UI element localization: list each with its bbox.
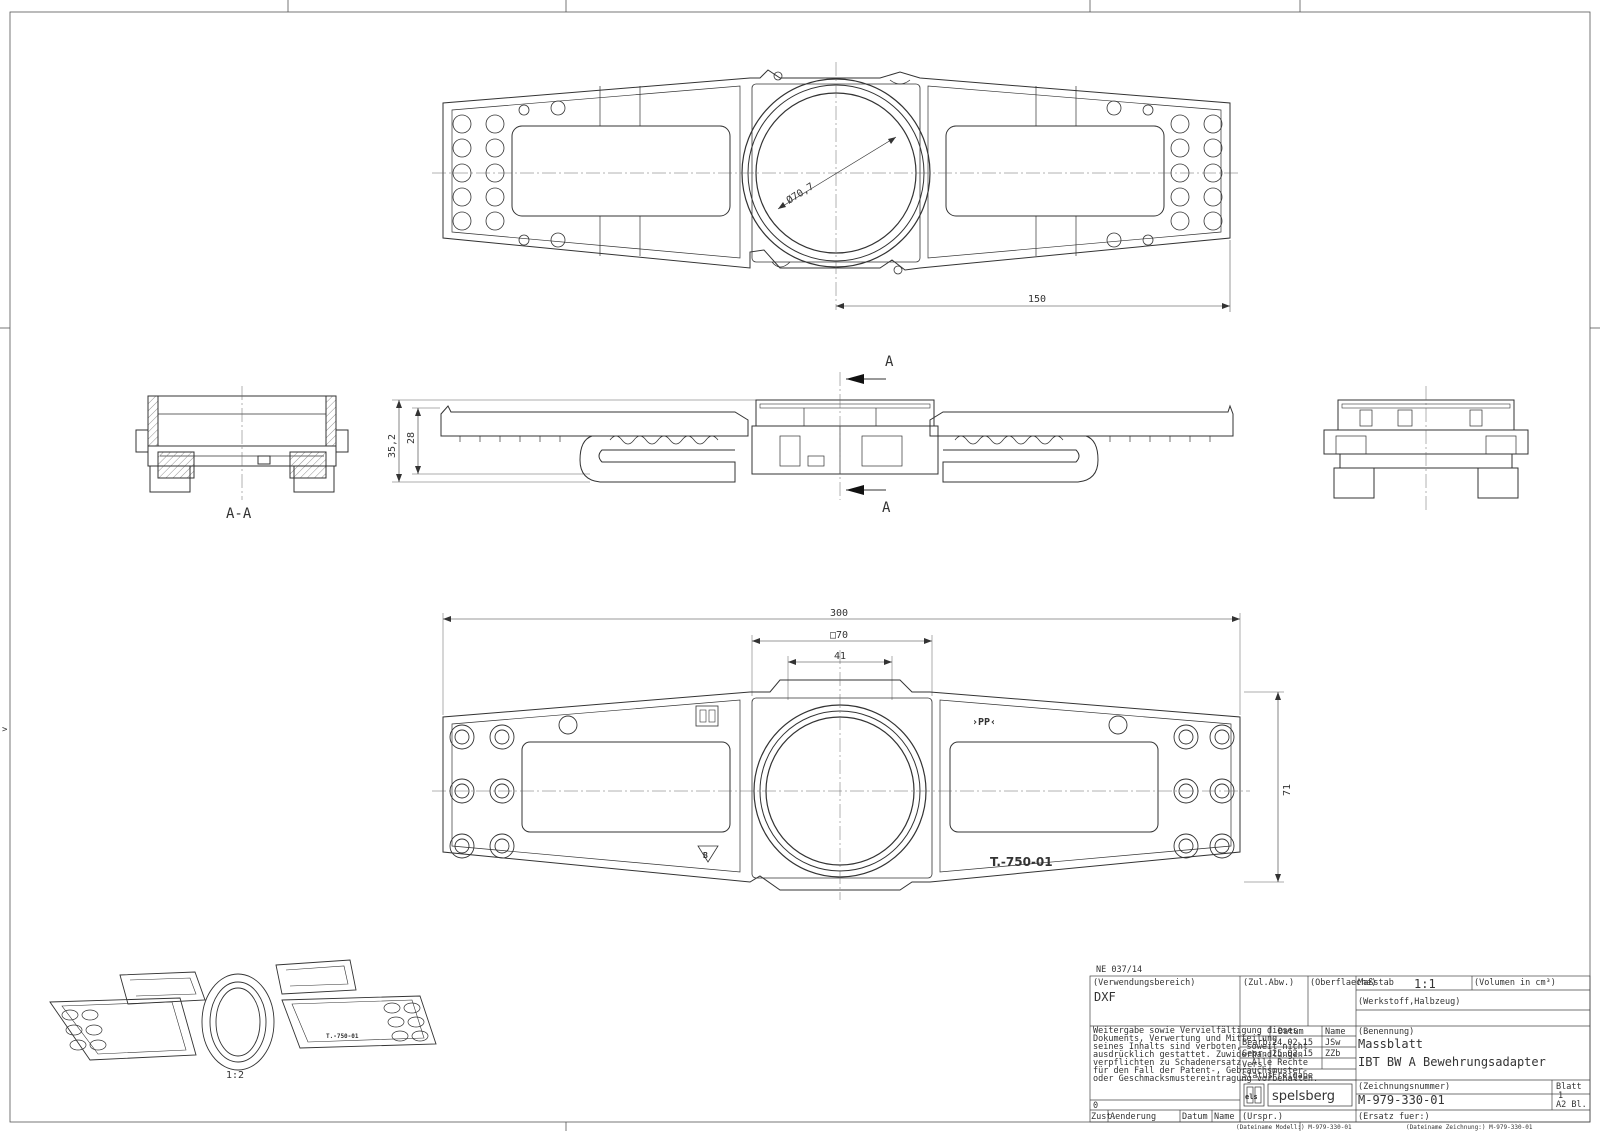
bearb-name: JSw <box>1325 1038 1341 1048</box>
massstab-value: 1:1 <box>1414 977 1436 991</box>
vers-label: Vers. <box>1242 1060 1268 1070</box>
ne-number: NE 037/14 <box>1096 965 1142 975</box>
isometric-view <box>49 959 437 1071</box>
section-marker-bottom: A <box>882 500 891 516</box>
section-view-a-a <box>135 386 349 500</box>
legal-line-5: verpflichten zu Schadenersatz. Alle Rech… <box>1093 1058 1308 1068</box>
title-block-text: NE 037/14 (Verwendungsbereich) DXF (Zul.… <box>1091 965 1587 1131</box>
title-block <box>1089 975 1591 1123</box>
name-label: Name <box>1214 1112 1234 1122</box>
volumen-label: (Volumen in cm³) <box>1474 978 1556 988</box>
benennung-line-1: Massblatt <box>1358 1037 1423 1051</box>
status-value: Freigabe <box>1272 1071 1313 1081</box>
col-datum: Datum <box>1278 1027 1304 1037</box>
verwendungsbereich-label: (Verwendungsbereich) <box>1093 978 1195 988</box>
iso-part-marking: T.-750-01 <box>326 1033 359 1040</box>
zeichnungsnummer: M-979-330-01 <box>1358 1093 1445 1107</box>
gepr-name: ZZb <box>1325 1049 1340 1059</box>
legal-line-4: ausdrücklich gestattet. Zuwiderhandlunge… <box>1093 1050 1303 1060</box>
legal-line-1: Weitergabe sowie Vervielfältigung dieses <box>1093 1026 1298 1036</box>
logo-spelsberg: spelsberg <box>1272 1089 1335 1104</box>
inner-width-dimension: 41 <box>834 651 846 662</box>
legal-line-7: oder Geschmacksmustereintragung vorbehal… <box>1093 1074 1318 1084</box>
dateiname-zeichnung: (Dateiname Zeichnung:) M-979-330-01 <box>1406 1124 1533 1131</box>
blatt-label: Blatt <box>1556 1082 1582 1092</box>
height-dimension-71: 71 <box>1282 784 1293 796</box>
end-view <box>1323 386 1529 510</box>
logo-els: els <box>1245 1093 1258 1101</box>
rev-index: 0 <box>1093 1101 1098 1111</box>
oberflaeche-label: (Oberflaeche) <box>1310 978 1377 988</box>
bearb-date: 24.02.15 <box>1272 1038 1313 1048</box>
aenderung-label: Aenderung <box>1110 1112 1156 1122</box>
section-marker-top: A <box>885 354 894 370</box>
zust-label: Zust. <box>1091 1112 1117 1122</box>
legal-line-6: für den Fall der Patent-, Gebrauchsmuste… <box>1093 1066 1308 1076</box>
iso-scale-label: 1:2 <box>226 1070 244 1081</box>
bearb-label: Bearb. <box>1242 1038 1273 1048</box>
ersatz-label: (Ersatz fuer:) <box>1358 1112 1430 1122</box>
verwendungsbereich-value: DXF <box>1094 990 1116 1004</box>
legal-line-2: Dokuments, Verwertung und Mitteilung <box>1093 1034 1277 1044</box>
dateiname-modell: (Dateiname Modell:) M-979-330-01 <box>1236 1124 1352 1131</box>
zul-abw-label: (Zul.Abw.) <box>1243 978 1294 988</box>
col-name: Name <box>1325 1027 1345 1037</box>
embossed-pp-mark: ›PP‹ <box>972 717 996 728</box>
legal-line-3: seines Inhalts sind verboten, soweit nic… <box>1093 1042 1308 1052</box>
overall-length-dimension: 300 <box>830 608 848 619</box>
section-label: A-A <box>226 506 252 522</box>
height-dimension-35: 35,2 <box>387 434 398 458</box>
diameter-dimension: Ø70,7 <box>784 180 816 206</box>
embossed-mark-b: B <box>703 851 708 860</box>
side-view <box>392 372 1234 500</box>
benennung-label: (Benennung) <box>1358 1027 1414 1037</box>
zeichnungsnummer-label: (Zeichnungsnummer) <box>1358 1082 1450 1092</box>
width-dimension-150: 150 <box>1028 294 1046 305</box>
format-value: A2 Bl. <box>1556 1100 1587 1110</box>
gepr-date: 25.02.15 <box>1272 1049 1313 1059</box>
massstab-label: Maßstab <box>1358 978 1394 988</box>
datum-label: Datum <box>1182 1112 1208 1122</box>
gepr-label: Gepr. <box>1242 1049 1268 1059</box>
urspr-label: (Urspr.) <box>1242 1112 1283 1122</box>
top-view <box>432 62 1240 312</box>
blatt-value: 1 <box>1558 1091 1563 1101</box>
square-dimension: □70 <box>830 630 848 641</box>
bottom-view <box>432 613 1284 900</box>
embossed-part-number: T.-750-01 <box>990 855 1053 869</box>
werkstoff-label: (Werkstoff,Halbzeug) <box>1358 997 1460 1007</box>
height-dimension-28: 28 <box>406 432 417 444</box>
benennung-line-2: IBT BW A Bewehrungsadapter <box>1358 1055 1546 1069</box>
svg-text:>: > <box>2 725 8 735</box>
status-label: Status <box>1242 1071 1273 1081</box>
